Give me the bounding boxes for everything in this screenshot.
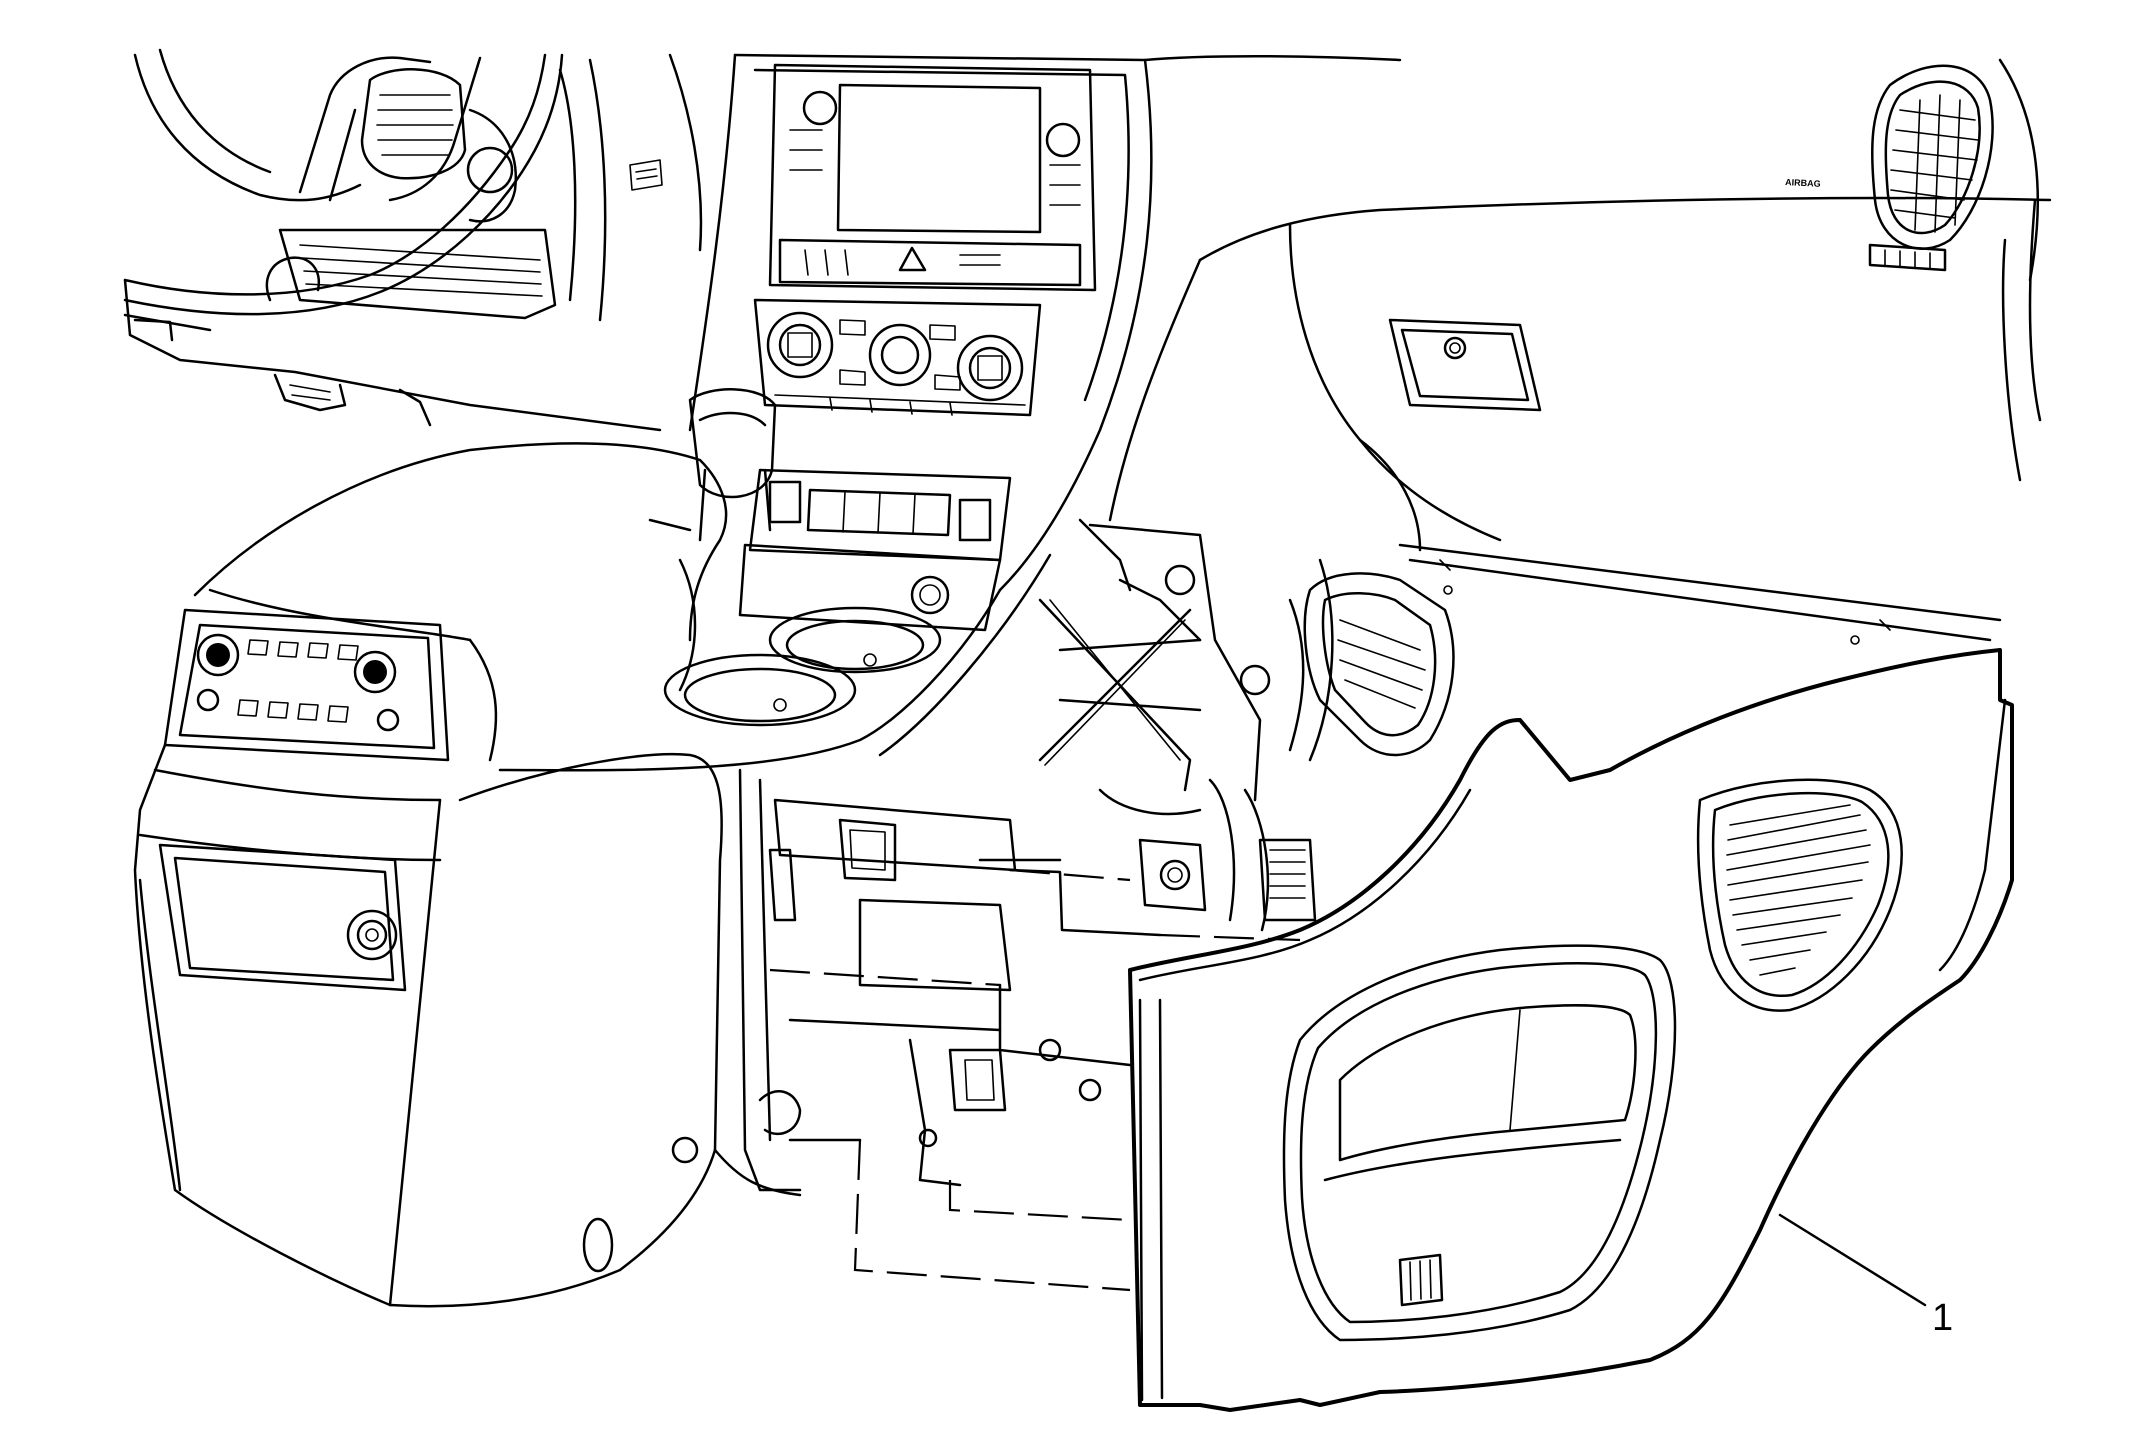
console-switch-panel bbox=[738, 468, 1012, 632]
right-dash-edge bbox=[1998, 58, 2042, 482]
passenger-instrument-panel bbox=[1108, 55, 2052, 645]
console-mounting-bracket bbox=[738, 768, 1102, 1192]
steering-wheel bbox=[123, 48, 564, 316]
callout-1-leader bbox=[1778, 1213, 1927, 1307]
glove-box-handle bbox=[1388, 318, 1542, 412]
instrument-vent-left bbox=[360, 68, 518, 223]
fastener-alignment-lines bbox=[769, 858, 1301, 1292]
climate-control-panel bbox=[753, 298, 1042, 417]
infotainment-display bbox=[768, 63, 1097, 292]
passenger-airbag-label: AIRBAG bbox=[1785, 177, 1821, 189]
center-stack-bezel bbox=[688, 53, 1153, 592]
console-armrest bbox=[193, 442, 728, 762]
air-vent-right bbox=[1868, 64, 1994, 272]
callout-1: 1 bbox=[1932, 1297, 1953, 1339]
console-rear-body bbox=[133, 743, 614, 1307]
instrument-panel-support-structure bbox=[1038, 518, 1334, 932]
svg-text:AIRBAG: AIRBAG bbox=[1785, 177, 1821, 189]
rear-climate-control-panel bbox=[163, 608, 450, 762]
cupholders bbox=[663, 606, 942, 727]
passenger-footwell-vent bbox=[1303, 572, 1455, 757]
instrument-panel-left bbox=[123, 53, 703, 432]
console-side-trim-panel bbox=[1128, 648, 2014, 1412]
console-side-trim-left bbox=[388, 753, 802, 1308]
center-console-shell bbox=[498, 518, 1052, 772]
